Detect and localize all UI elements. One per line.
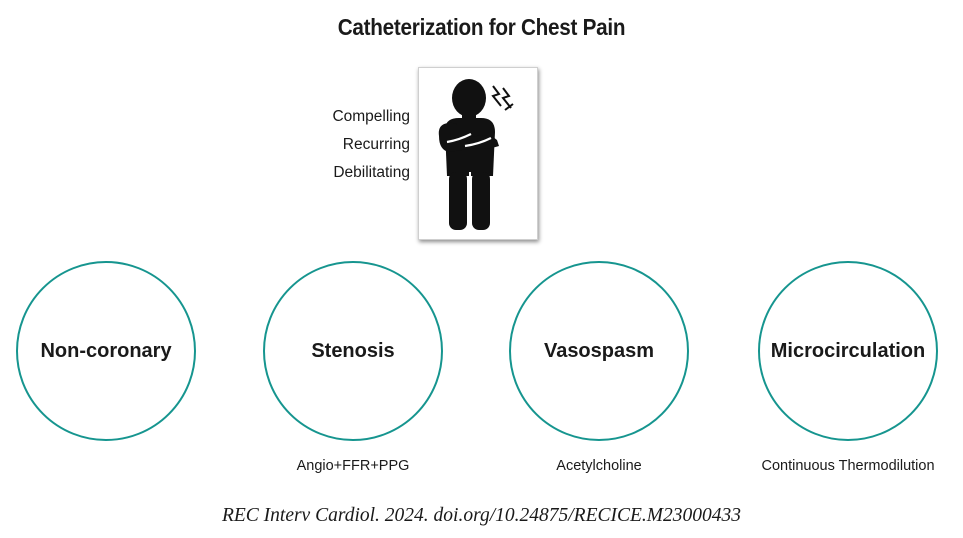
symptom-list: Compelling Recurring Debilitating (332, 103, 410, 187)
category-circle-vasospasm: Vasospasm (509, 261, 689, 441)
stenosis-method-label: Angio+FFR+PPG (296, 458, 410, 474)
person-chest-pain-icon (438, 79, 514, 230)
circle-label: Vasospasm (543, 339, 655, 362)
symptom-recurring: Recurring (342, 136, 410, 153)
microcirculation-method-label: Continuous Thermodilution (761, 458, 935, 474)
circle-label: Stenosis (311, 339, 395, 362)
symptom-debilitating: Debilitating (333, 164, 410, 181)
diagram-title: Catheterization for Chest Pain (337, 14, 626, 40)
circle-label: Non-coronary (40, 339, 172, 362)
category-circle-non-coronary: Non-coronary (16, 261, 196, 441)
category-circle-microcirculation: Microcirculation (758, 261, 938, 441)
vasospasm-method-label: Acetylcholine (556, 458, 642, 474)
figure-card (418, 67, 538, 240)
citation: REC Interv Cardiol. 2024. doi.org/10.248… (221, 505, 742, 526)
symptom-compelling: Compelling (332, 108, 410, 125)
circle-label: Microcirculation (770, 339, 926, 362)
category-circle-stenosis: Stenosis (263, 261, 443, 441)
